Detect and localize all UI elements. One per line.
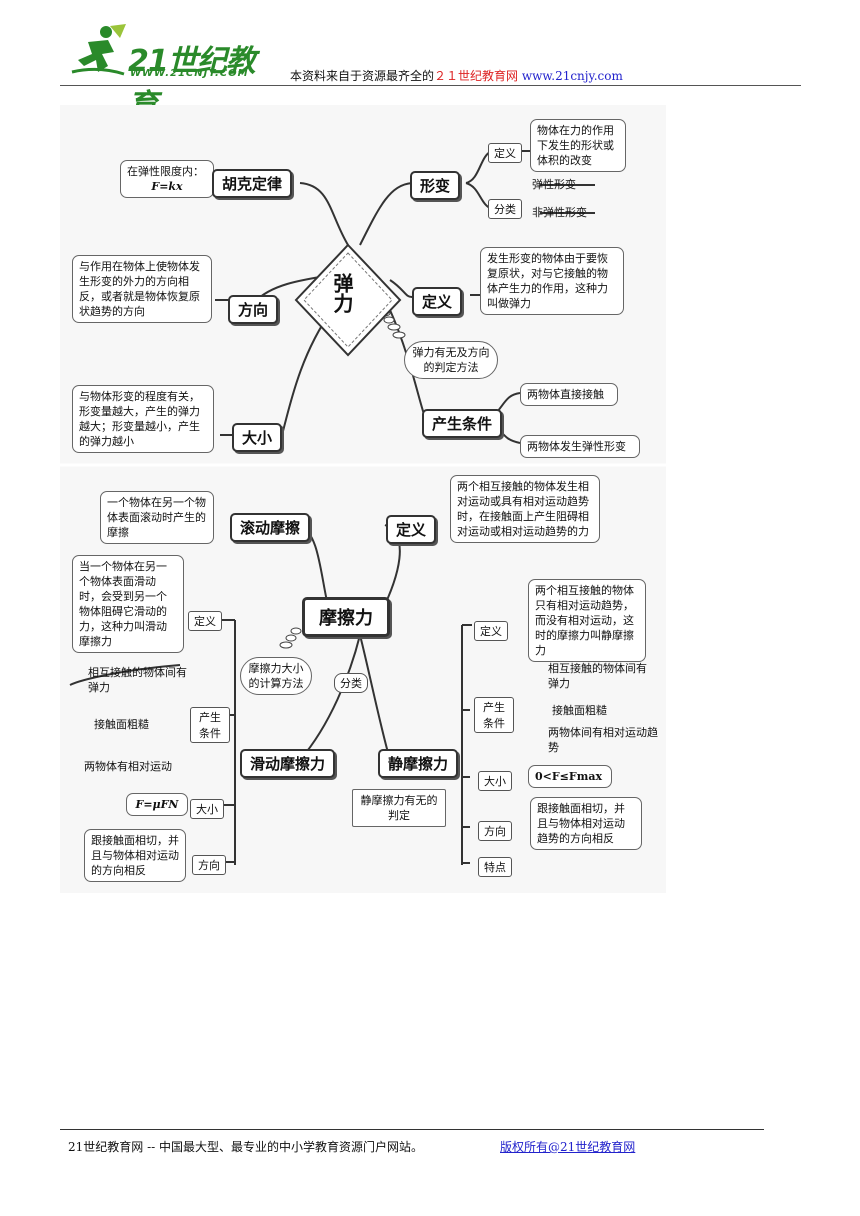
sliding-condition-rough: 接触面粗糙 [94, 718, 149, 731]
friction-definition-node: 定义 [386, 515, 437, 544]
elastic-conditions-node: 产生条件 [422, 409, 503, 438]
runner-logo-icon [71, 24, 126, 76]
static-feature-tag: 特点 [478, 857, 512, 877]
elastic-condition-contact: 两物体直接接触 [520, 383, 618, 406]
elastic-definition-text: 发生形变的物体由于要恢复原状，对与它接触的物体产生力的作用，这种力叫做弹力 [480, 247, 624, 315]
static-judge-text: 静摩擦力有无的判定 [352, 789, 446, 827]
mind-map-diagram: 弹力 在弹性限度内： F=kx 胡克定律 形变 定义 物体在力的作用下发生的形状… [60, 105, 666, 893]
rolling-friction-text: 一个物体在另一个物体表面滚动时产生的摩擦 [100, 491, 214, 544]
deformation-type-elastic: 弹性形变 [532, 178, 576, 191]
sliding-definition-tag: 定义 [188, 611, 222, 631]
elastic-condition-deform: 两物体发生弹性形变 [520, 435, 640, 458]
static-definition-text: 两个相互接触的物体只有相对运动趋势，而没有相对运动，这时的摩擦力叫静摩擦力 [528, 579, 646, 662]
elastic-center-label: 弹力 [330, 273, 354, 313]
deformation-type-inelastic: 非弹性形变 [532, 206, 587, 219]
header-note-url[interactable]: www.21cnjy.com [521, 69, 623, 83]
static-direction-text: 跟接触面相切，并且与物体相对运动趋势的方向相反 [530, 797, 642, 850]
static-friction-node: 静摩擦力 [378, 749, 459, 778]
footer-copyright-link[interactable]: 版权所有@21世纪教育网 [500, 1140, 636, 1154]
static-size-range: 0<F≤Fmax [528, 765, 612, 788]
footer-site-description: 21世纪教育网 -- 中国最大型、最专业的中小学教育资源门户网站。 [68, 1140, 424, 1154]
sliding-direction-tag: 方向 [192, 855, 226, 875]
static-size-tag: 大小 [478, 771, 512, 791]
sliding-direction-text: 跟接触面相切，并且与物体相对运动的方向相反 [84, 829, 186, 882]
static-definition-tag: 定义 [474, 621, 508, 641]
deformation-definition-text: 物体在力的作用下发生的形状或体积的改变 [530, 119, 626, 172]
sliding-formula: F=μFN [126, 793, 188, 816]
sliding-condition-motion: 两物体有相对运动 [84, 760, 172, 773]
site-logo: 21世纪教育 WWW.21CNJY.COM [68, 22, 268, 123]
sliding-definition-text: 当一个物体在另一个物体表面滑动时，会受到另一个物体阻碍它滑动的力，这种力叫滑动摩… [72, 555, 184, 653]
elastic-definition-node: 定义 [412, 287, 463, 316]
footer-divider [60, 1129, 764, 1130]
sliding-size-tag: 大小 [190, 799, 224, 819]
hooke-text: 在弹性限度内： [127, 165, 204, 178]
hooke-formula: F=kx [151, 180, 183, 193]
static-condition-elastic: 相互接触的物体间有弹力 [548, 662, 647, 690]
header-note-brand: ２１世纪教育网 [434, 69, 519, 83]
deformation-classify-tag: 分类 [488, 199, 522, 219]
friction-classify-tag: 分类 [334, 673, 368, 693]
elastic-magnitude-node: 大小 [232, 423, 283, 452]
sliding-condition-elastic: 相互接触的物体间有弹力 [88, 666, 187, 694]
elastic-direction-node: 方向 [228, 295, 279, 324]
elastic-direction-text: 与作用在物体上使物体发生形变的外力的方向相反，或者就是物体恢复原状趋势的方向 [72, 255, 212, 323]
header-note: 本资料来自于资源最齐全的２１世纪教育网 www.21cnjy.com [290, 67, 623, 84]
rolling-friction-node: 滚动摩擦 [230, 513, 311, 542]
header-note-prefix: 本资料来自于资源最齐全的 [290, 69, 435, 83]
header-divider [60, 85, 801, 86]
static-conditions-tag: 产生条件 [474, 697, 514, 733]
deformation-node: 形变 [410, 171, 461, 200]
static-direction-tag: 方向 [478, 821, 512, 841]
static-condition-trend: 两物体间有相对运动趋势 [548, 726, 658, 754]
logo-url: WWW.21CNJY.COM [130, 68, 249, 79]
static-condition-rough: 接触面粗糙 [552, 704, 607, 717]
hooke-text-box: 在弹性限度内： F=kx [120, 160, 214, 198]
elastic-judge-bubble: 弹力有无及方向的判定方法 [404, 341, 498, 379]
sliding-conditions-tag: 产生条件 [190, 707, 230, 743]
friction-calc-bubble: 摩擦力大小的计算方法 [240, 657, 312, 695]
sliding-friction-node: 滑动摩擦力 [240, 749, 336, 778]
friction-center-node: 摩擦力 [302, 597, 390, 637]
deformation-definition-tag: 定义 [488, 143, 522, 163]
elastic-magnitude-text: 与物体形变的程度有关，形变量越大，产生的弹力越大；形变量越小，产生的弹力越小 [72, 385, 214, 453]
friction-definition-text: 两个相互接触的物体发生相对运动或具有相对运动趋势时，在接触面上产生阻碍相对运动或… [450, 475, 600, 543]
hooke-law-node: 胡克定律 [212, 169, 293, 198]
